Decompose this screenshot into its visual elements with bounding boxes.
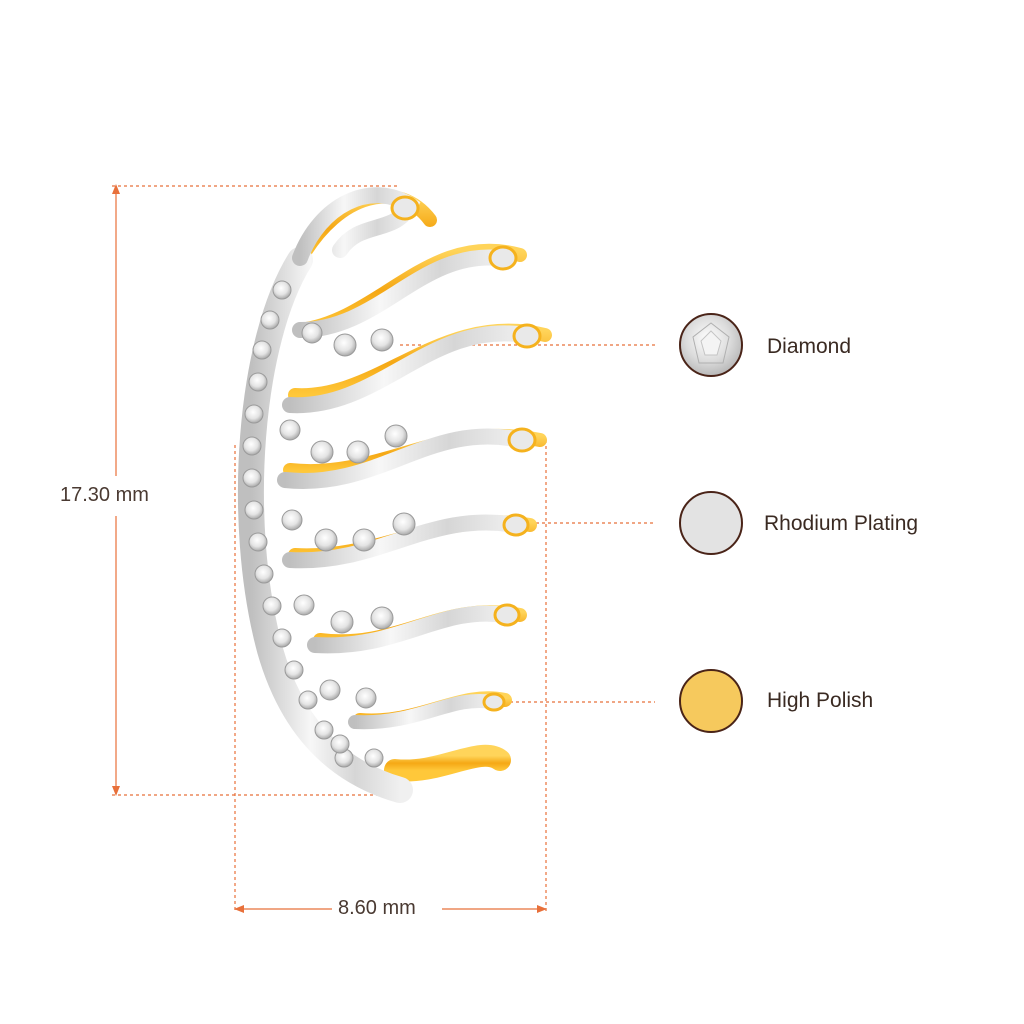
wave-tips [390, 195, 542, 712]
pave-diamonds [242, 280, 416, 768]
earring-illustration [237, 187, 552, 803]
material-label-diamond: Diamond [767, 335, 852, 358]
height-dimension [112, 184, 400, 796]
height-label: 17.30 mm [56, 484, 153, 507]
diamond-icon [679, 313, 743, 377]
material-label-high-polish: High Polish [767, 689, 874, 712]
material-label-rhodium: Rhodium Plating [764, 512, 919, 535]
rhodium-swatch [679, 491, 743, 555]
gold-swatch [679, 669, 743, 733]
width-label: 8.60 mm [334, 897, 420, 920]
width-dimension [234, 440, 547, 913]
